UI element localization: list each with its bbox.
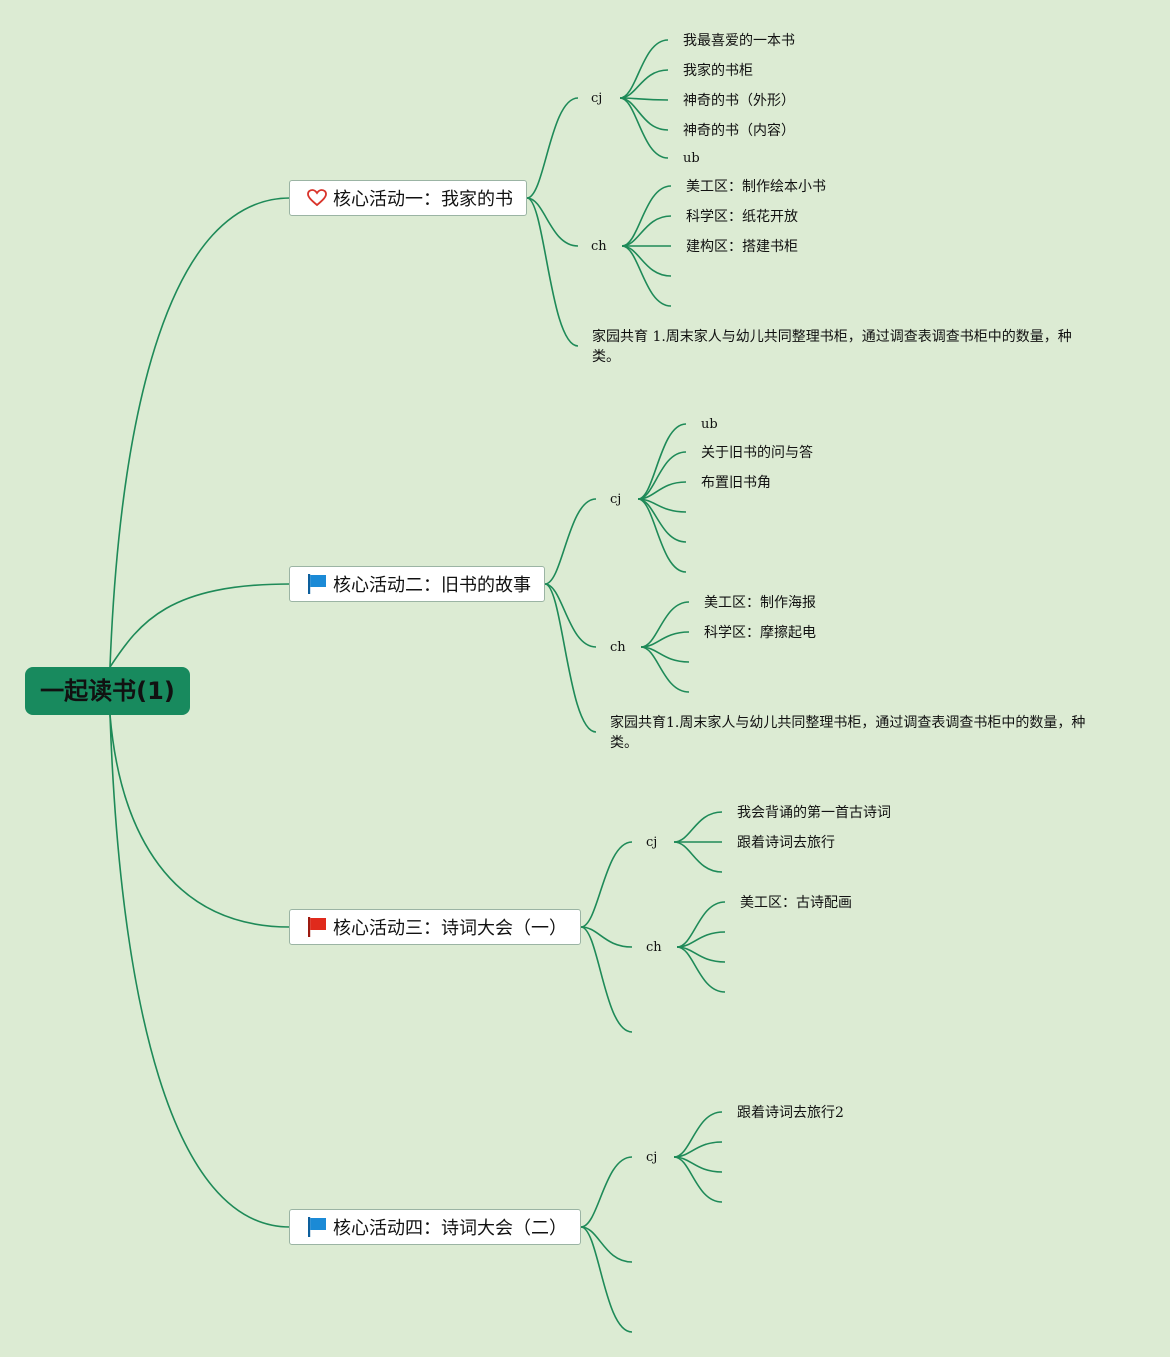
list-item: 我会背诵的第一首古诗词: [737, 805, 891, 821]
cj-label: cj: [646, 1150, 658, 1165]
leaf-line: [673, 1111, 723, 1158]
leaf-line: [637, 423, 687, 500]
cj-label: cj: [610, 492, 622, 507]
branch-node-3[interactable]: 核心活动三：诗词大会（一）: [289, 909, 581, 945]
leaf-line: [640, 601, 690, 648]
home-school-note: 家园共育 1.周末家人与幼儿共同整理书柜，通过调查表调查书柜中的数量，种类。: [592, 329, 1072, 365]
branch-sub-line: [526, 197, 579, 347]
leaf-line: [637, 451, 687, 500]
root-branch-line: [109, 714, 291, 928]
leaf-line: [676, 901, 726, 948]
root-branch-line: [109, 583, 291, 668]
root-node[interactable]: 一起读书(1): [25, 667, 190, 715]
branch-sub-line: [544, 583, 597, 648]
leaf-line: [619, 39, 669, 99]
branch-label: 核心活动四：诗词大会（二）: [333, 1218, 567, 1239]
blue-flag-icon: [306, 1216, 328, 1238]
list-item: ub: [683, 151, 700, 166]
branch-sub-line: [526, 97, 579, 199]
branch-node-2[interactable]: 核心活动二：旧书的故事: [289, 566, 545, 602]
heart-icon: [306, 187, 328, 209]
root-branch-line: [109, 714, 291, 1228]
branch-sub-line: [580, 926, 633, 1033]
list-item: 布置旧书角: [701, 475, 771, 491]
leaf-line: [637, 498, 687, 573]
leaf-line: [621, 245, 672, 307]
cj-label: cj: [646, 835, 658, 850]
branch-label: 核心活动一：我家的书: [333, 189, 513, 210]
leaf-line: [673, 841, 723, 873]
ch-label: ch: [646, 940, 662, 955]
leaf-line: [676, 946, 726, 993]
list-item: 跟着诗词去旅行2: [737, 1105, 844, 1121]
red-flag-icon: [306, 916, 328, 938]
leaf-line: [640, 646, 690, 693]
list-item: ub: [701, 417, 718, 432]
list-item: 跟着诗词去旅行: [737, 835, 835, 851]
branch-sub-line: [580, 1156, 633, 1228]
list-item: 美工区：古诗配画: [740, 895, 852, 911]
branch-label: 核心活动二：旧书的故事: [333, 575, 531, 596]
branch-sub-line: [544, 498, 597, 585]
list-item: 关于旧书的问与答: [701, 445, 813, 461]
branch-node-1[interactable]: 核心活动一：我家的书: [289, 180, 527, 216]
ch-label: ch: [610, 640, 626, 655]
branch-sub-line: [526, 197, 579, 247]
list-item: 科学区：摩擦起电: [704, 625, 816, 641]
branch-sub-line: [580, 841, 633, 928]
branch-sub-line: [544, 583, 597, 733]
branch-sub-line: [580, 1226, 633, 1263]
branch-node-4[interactable]: 核心活动四：诗词大会（二）: [289, 1209, 581, 1245]
list-item: 科学区：纸花开放: [686, 209, 798, 225]
list-item: 美工区：制作海报: [704, 595, 816, 611]
list-item: 神奇的书（内容）: [683, 123, 795, 139]
list-item: 美工区：制作绘本小书: [686, 179, 826, 195]
root-branch-line: [109, 197, 291, 668]
blue-flag-icon: [306, 573, 328, 595]
cj-label: cj: [591, 91, 603, 106]
list-item: 建构区：搭建书柜: [686, 239, 798, 255]
branch-label: 核心活动三：诗词大会（一）: [333, 918, 567, 939]
branch-sub-line: [580, 926, 633, 948]
leaf-line: [637, 498, 687, 543]
leaf-line: [619, 97, 669, 159]
leaf-line: [673, 1156, 723, 1203]
list-item: 我家的书柜: [683, 63, 753, 79]
leaf-line: [637, 481, 687, 500]
list-item: 我最喜爱的一本书: [683, 33, 795, 49]
home-school-note: 家园共育1.周末家人与幼儿共同整理书柜，通过调查表调查书柜中的数量，种类。: [610, 715, 1086, 751]
leaf-line: [673, 811, 723, 843]
branch-sub-line: [580, 1226, 633, 1333]
leaf-line: [621, 215, 672, 247]
ch-label: ch: [591, 239, 607, 254]
leaf-line: [619, 69, 669, 99]
leaf-line: [621, 185, 672, 247]
list-item: 神奇的书（外形）: [683, 93, 795, 109]
